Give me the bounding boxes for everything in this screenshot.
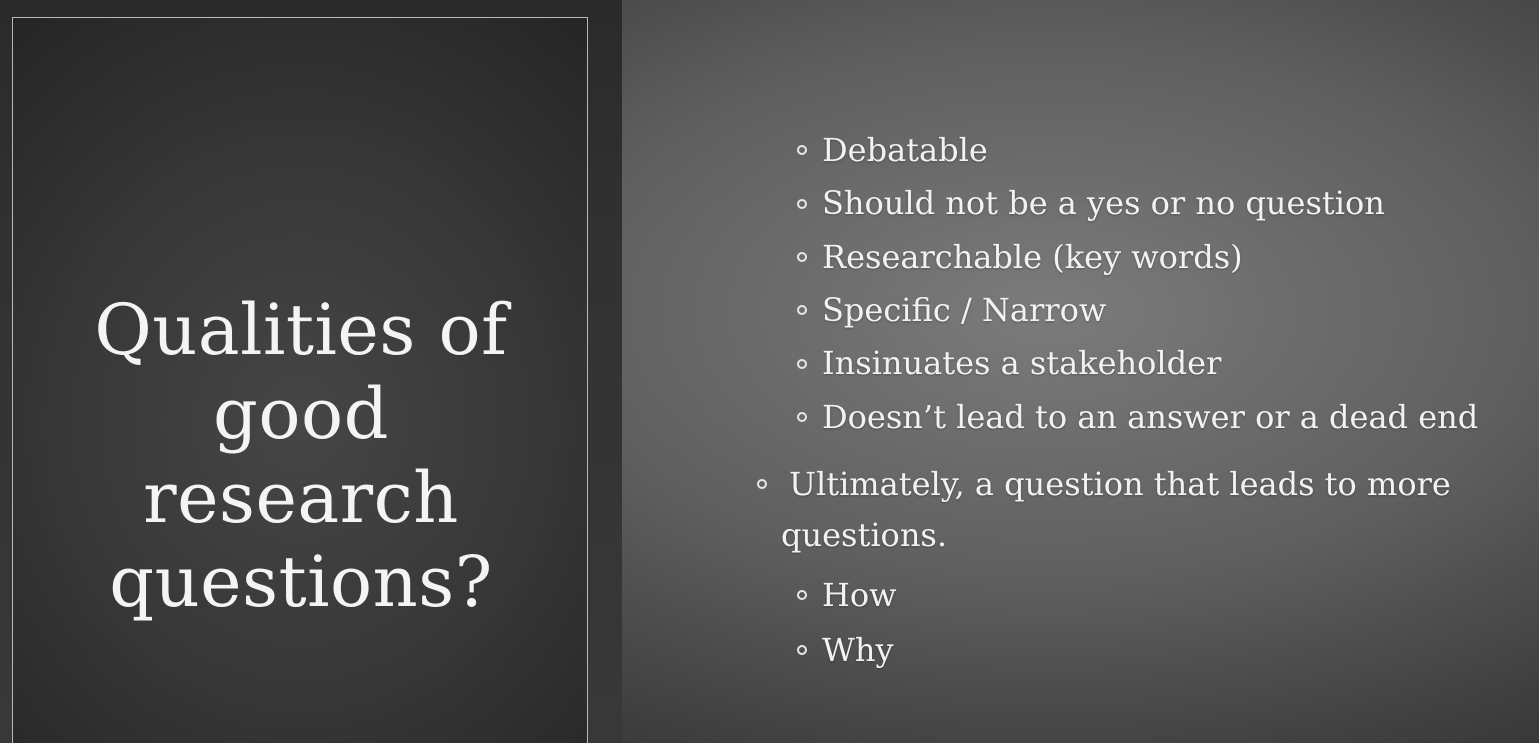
bullet-specific: Specific / Narrow: [822, 291, 1107, 329]
title-line-2: good: [213, 373, 389, 455]
bullet-ultimately-line2: questions.: [781, 516, 948, 554]
title-line-3: research: [143, 457, 459, 539]
bullet-icon: [797, 645, 807, 655]
bullet-icon: [797, 199, 807, 209]
bullet-stakeholder: Insinuates a stakeholder: [822, 344, 1222, 382]
bullet-icon: [797, 590, 807, 600]
bullet-icon: [797, 359, 807, 369]
bullet-icon: [797, 412, 807, 422]
bullet-researchable: Researchable (key words): [822, 238, 1243, 276]
bullet-not-yes-no: Should not be a yes or no question: [822, 184, 1385, 222]
bullet-icon: [797, 305, 807, 315]
bullet-debatable: Debatable: [822, 131, 988, 169]
title-box: Qualities of good research questions?: [12, 17, 588, 743]
bullet-icon: [757, 479, 767, 489]
bullet-no-dead-end: Doesn’t lead to an answer or a dead end: [822, 398, 1479, 436]
title-line-4: questions?: [109, 541, 493, 623]
bullet-icon: [797, 252, 807, 262]
bullet-why: Why: [822, 631, 894, 669]
title-line-1: Qualities of: [94, 289, 508, 371]
bullet-ultimately-line1: Ultimately, a question that leads to mor…: [789, 465, 1451, 503]
bullet-how: How: [822, 576, 897, 614]
bullet-icon: [797, 145, 807, 155]
slide-title: Qualities of good research questions?: [13, 288, 589, 624]
